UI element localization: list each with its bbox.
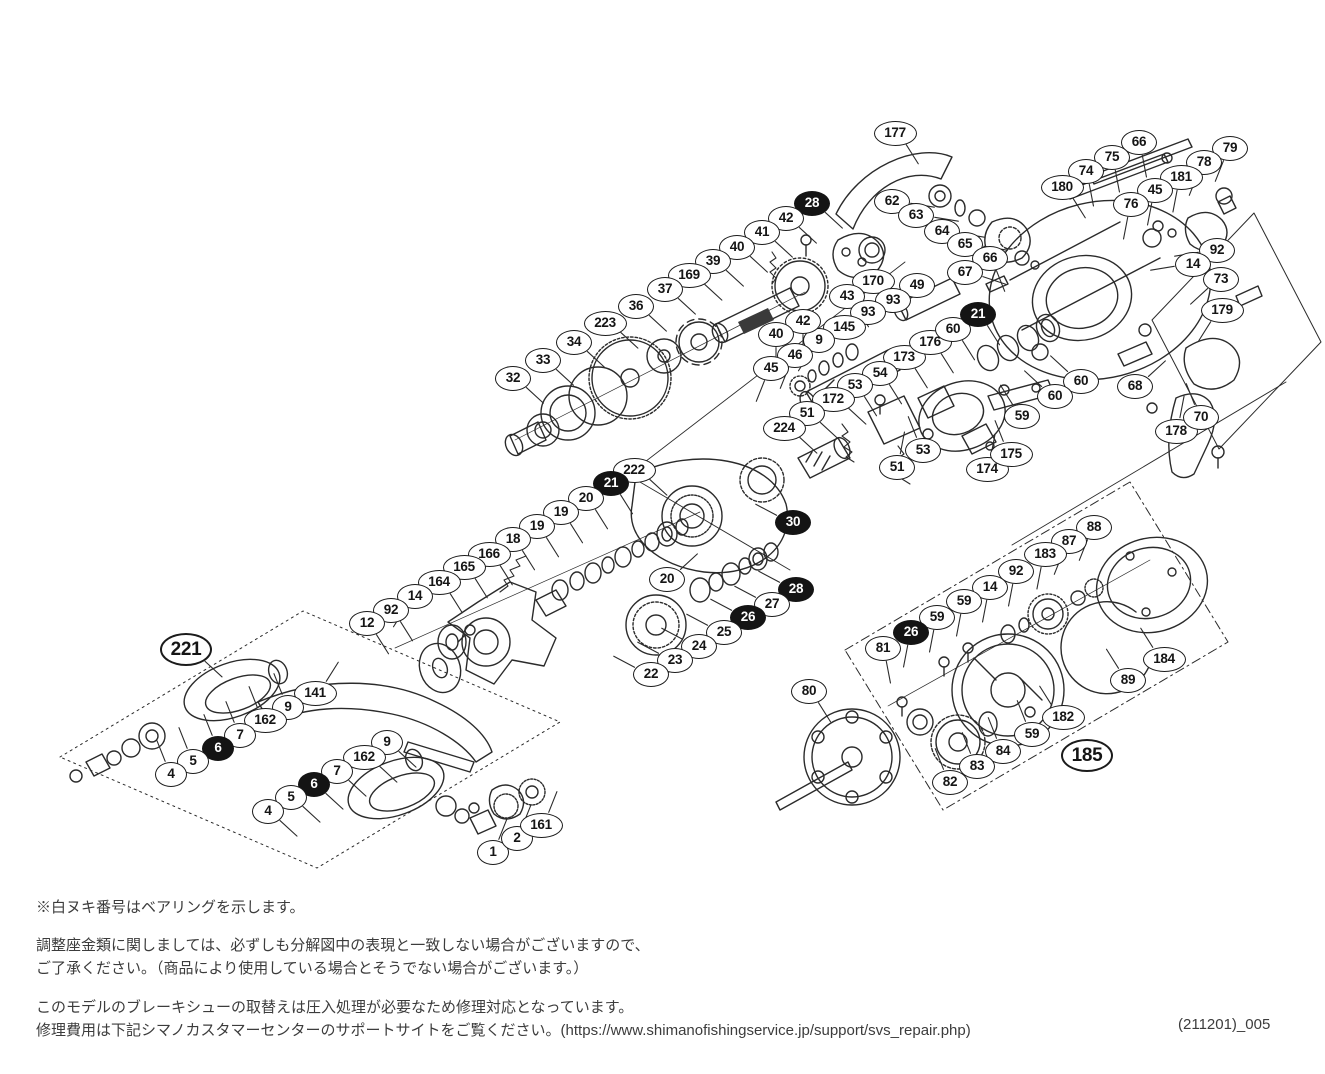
group-box-escutcheon	[1151, 212, 1322, 450]
bearing-note: ※白ヌキ番号はベアリングを示します。	[36, 899, 305, 916]
part-clamp-lever	[835, 152, 953, 230]
brake-note-line2: 修理費用は下記シマノカスタマーセンターのサポートサイトをご覧ください。(http…	[36, 1022, 971, 1039]
washer-note: 調整座金類に関しましては、必ずしも分解図中の表現と一致しない場合がございますので…	[36, 934, 650, 980]
washer-note-line2: ご了承ください。（商品により使用している場合とそうでない場合がございます。）	[36, 960, 589, 977]
part-side-plate	[988, 199, 1212, 381]
brake-note: このモデルのブレーキシューの取替えは圧入処理が必要なため修理対応となっています。…	[36, 996, 971, 1042]
doc-code: (211201)_005	[1178, 1016, 1271, 1033]
group-box-brake	[844, 481, 1229, 811]
brake-note-line1: このモデルのブレーキシューの取替えは圧入処理が必要なため修理対応となっています。	[36, 999, 634, 1016]
part-drive-gear	[504, 318, 723, 457]
part-handle-assembly	[69, 642, 546, 835]
washer-note-line1: 調整座金類に関しましては、必ずしも分解図中の表現と一致しない場合がございますので…	[36, 937, 650, 954]
part-brake-unit	[775, 536, 1209, 811]
